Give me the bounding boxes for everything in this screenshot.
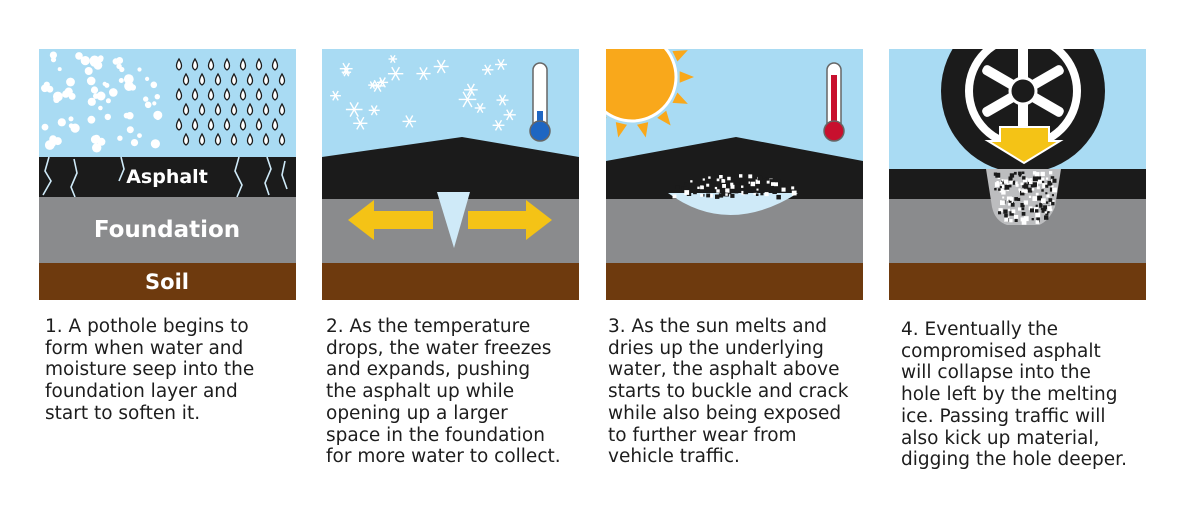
thermometer-hot-icon [823, 62, 845, 142]
arrow-left-icon [348, 200, 433, 240]
ice-wedge-icon [437, 192, 470, 248]
arrow-right-icon [468, 200, 552, 240]
thermometer-cold-icon [529, 62, 551, 142]
sky [39, 49, 296, 157]
panel-step-4 [889, 49, 1146, 300]
caption-step-4: 4. Eventually the compromised asphalt wi… [901, 319, 1127, 471]
rain-drops-icon [175, 57, 286, 146]
soil-layer [39, 263, 296, 300]
sun-icon [606, 49, 694, 138]
snow-icon [41, 51, 163, 153]
asphalt-layer-raised [322, 137, 579, 199]
crack-icon [42, 156, 288, 198]
caption-step-3: 3. As the sun melts and dries up the und… [608, 316, 849, 468]
snowflake-icon [330, 54, 516, 131]
foundation-layer [39, 197, 296, 263]
gravel-icon [672, 174, 797, 200]
caption-step-1: 1. A pothole begins to form when water a… [45, 316, 255, 424]
water-pocket-icon [668, 193, 798, 215]
asphalt-label: Asphalt [126, 166, 208, 188]
asphalt-layer-buckled [606, 137, 863, 199]
foundation-label: Foundation [94, 217, 240, 243]
soil-layer [889, 263, 1146, 300]
caption-step-2: 2. As the temperature drops, the water f… [326, 316, 561, 468]
soil-layer [322, 263, 579, 300]
gravel-icon [993, 171, 1057, 225]
panel-step-3 [606, 49, 863, 300]
tire-icon [941, 49, 1105, 173]
asphalt-layer [39, 157, 296, 197]
panel-step-1: Asphalt Foundation Soil [39, 49, 296, 300]
arrow-down-icon [984, 126, 1064, 165]
soil-layer [606, 263, 863, 300]
panel-step-2 [322, 49, 579, 300]
soil-label: Soil [145, 270, 189, 294]
